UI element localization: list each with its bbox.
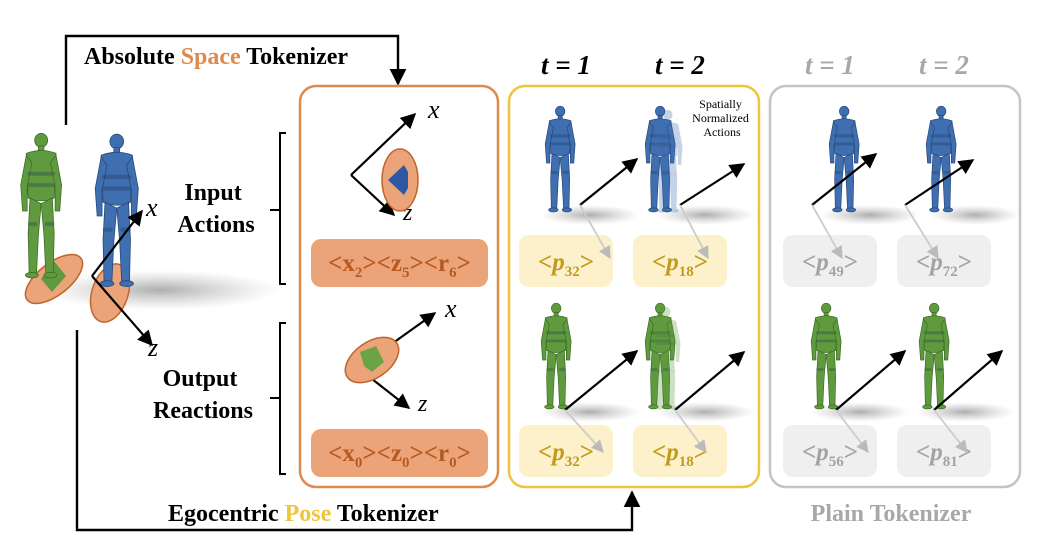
space-input-x-label: x — [427, 95, 440, 124]
space-output-arrows: x z — [344, 294, 457, 417]
space-token-row-output: <x0><z0><r0> — [311, 429, 488, 477]
plain-token-input-t2: <p72> — [897, 235, 991, 287]
plain-t1-label: t = 1 — [805, 50, 855, 80]
pose-token-input-t2: <p18> — [633, 235, 727, 287]
space-token-row-input: <x2><z5><r6> — [311, 239, 488, 287]
input-bracket — [270, 132, 286, 285]
space-output-z-label: z — [417, 391, 428, 417]
egocentric-pose-tokenizer-title: Egocentric Pose Tokenizer — [168, 501, 439, 527]
space-token-text-output: <x0><z0><r0> — [328, 440, 471, 471]
pose-token-output-t2: <p18> — [633, 425, 727, 477]
spatially-normalized-actions-note: Spatially Normalized Actions — [692, 97, 752, 139]
blue-direction-icon — [388, 165, 408, 195]
output-bracket — [270, 322, 286, 475]
space-output-x-label: x — [444, 294, 457, 323]
pose-tokenizer-panel — [507, 84, 761, 489]
green-agent-figure — [20, 132, 63, 279]
svg-text:<p56>: <p56> — [802, 439, 858, 470]
bottom-flow-line — [75, 330, 641, 532]
svg-text:<p49>: <p49> — [802, 249, 858, 280]
absolute-space-tokenizer-title: Absolute Space Tokenizer — [84, 44, 348, 70]
plain-token-output-t1: <p56> — [783, 425, 877, 477]
plain-panel-figures — [810, 105, 1020, 454]
top-flow-line — [64, 34, 407, 125]
left-z-axis-label: z — [147, 333, 158, 362]
left-x-axis-label: x — [145, 193, 158, 222]
space-input-z-label: z — [402, 200, 413, 226]
green-direction-icon — [360, 346, 384, 372]
pose-t1-label: t = 1 — [541, 50, 591, 80]
input-actions-label: Input Actions — [177, 180, 254, 238]
pose-t2-label: t = 2 — [655, 50, 705, 80]
plain-token-input-t1: <p49> — [783, 235, 877, 287]
plain-token-output-t2: <p81> — [897, 425, 991, 477]
left-scene: x z — [20, 132, 280, 362]
pose-token-input-t1: <p32> — [519, 235, 613, 287]
output-reactions-label: Output Reactions — [153, 366, 253, 424]
svg-text:<p32>: <p32> — [538, 439, 594, 470]
space-input-arrows: x z — [350, 95, 440, 226]
plain-tokenizer-title: Plain Tokenizer — [811, 501, 972, 527]
plain-t2-label: t = 2 — [919, 50, 969, 80]
pose-panel-figures: Spatially Normalized Actions — [540, 97, 755, 454]
pose-token-output-t1: <p32> — [519, 425, 613, 477]
space-token-text-input: <x2><z5><r6> — [328, 250, 471, 281]
svg-text:<p32>: <p32> — [538, 249, 594, 280]
